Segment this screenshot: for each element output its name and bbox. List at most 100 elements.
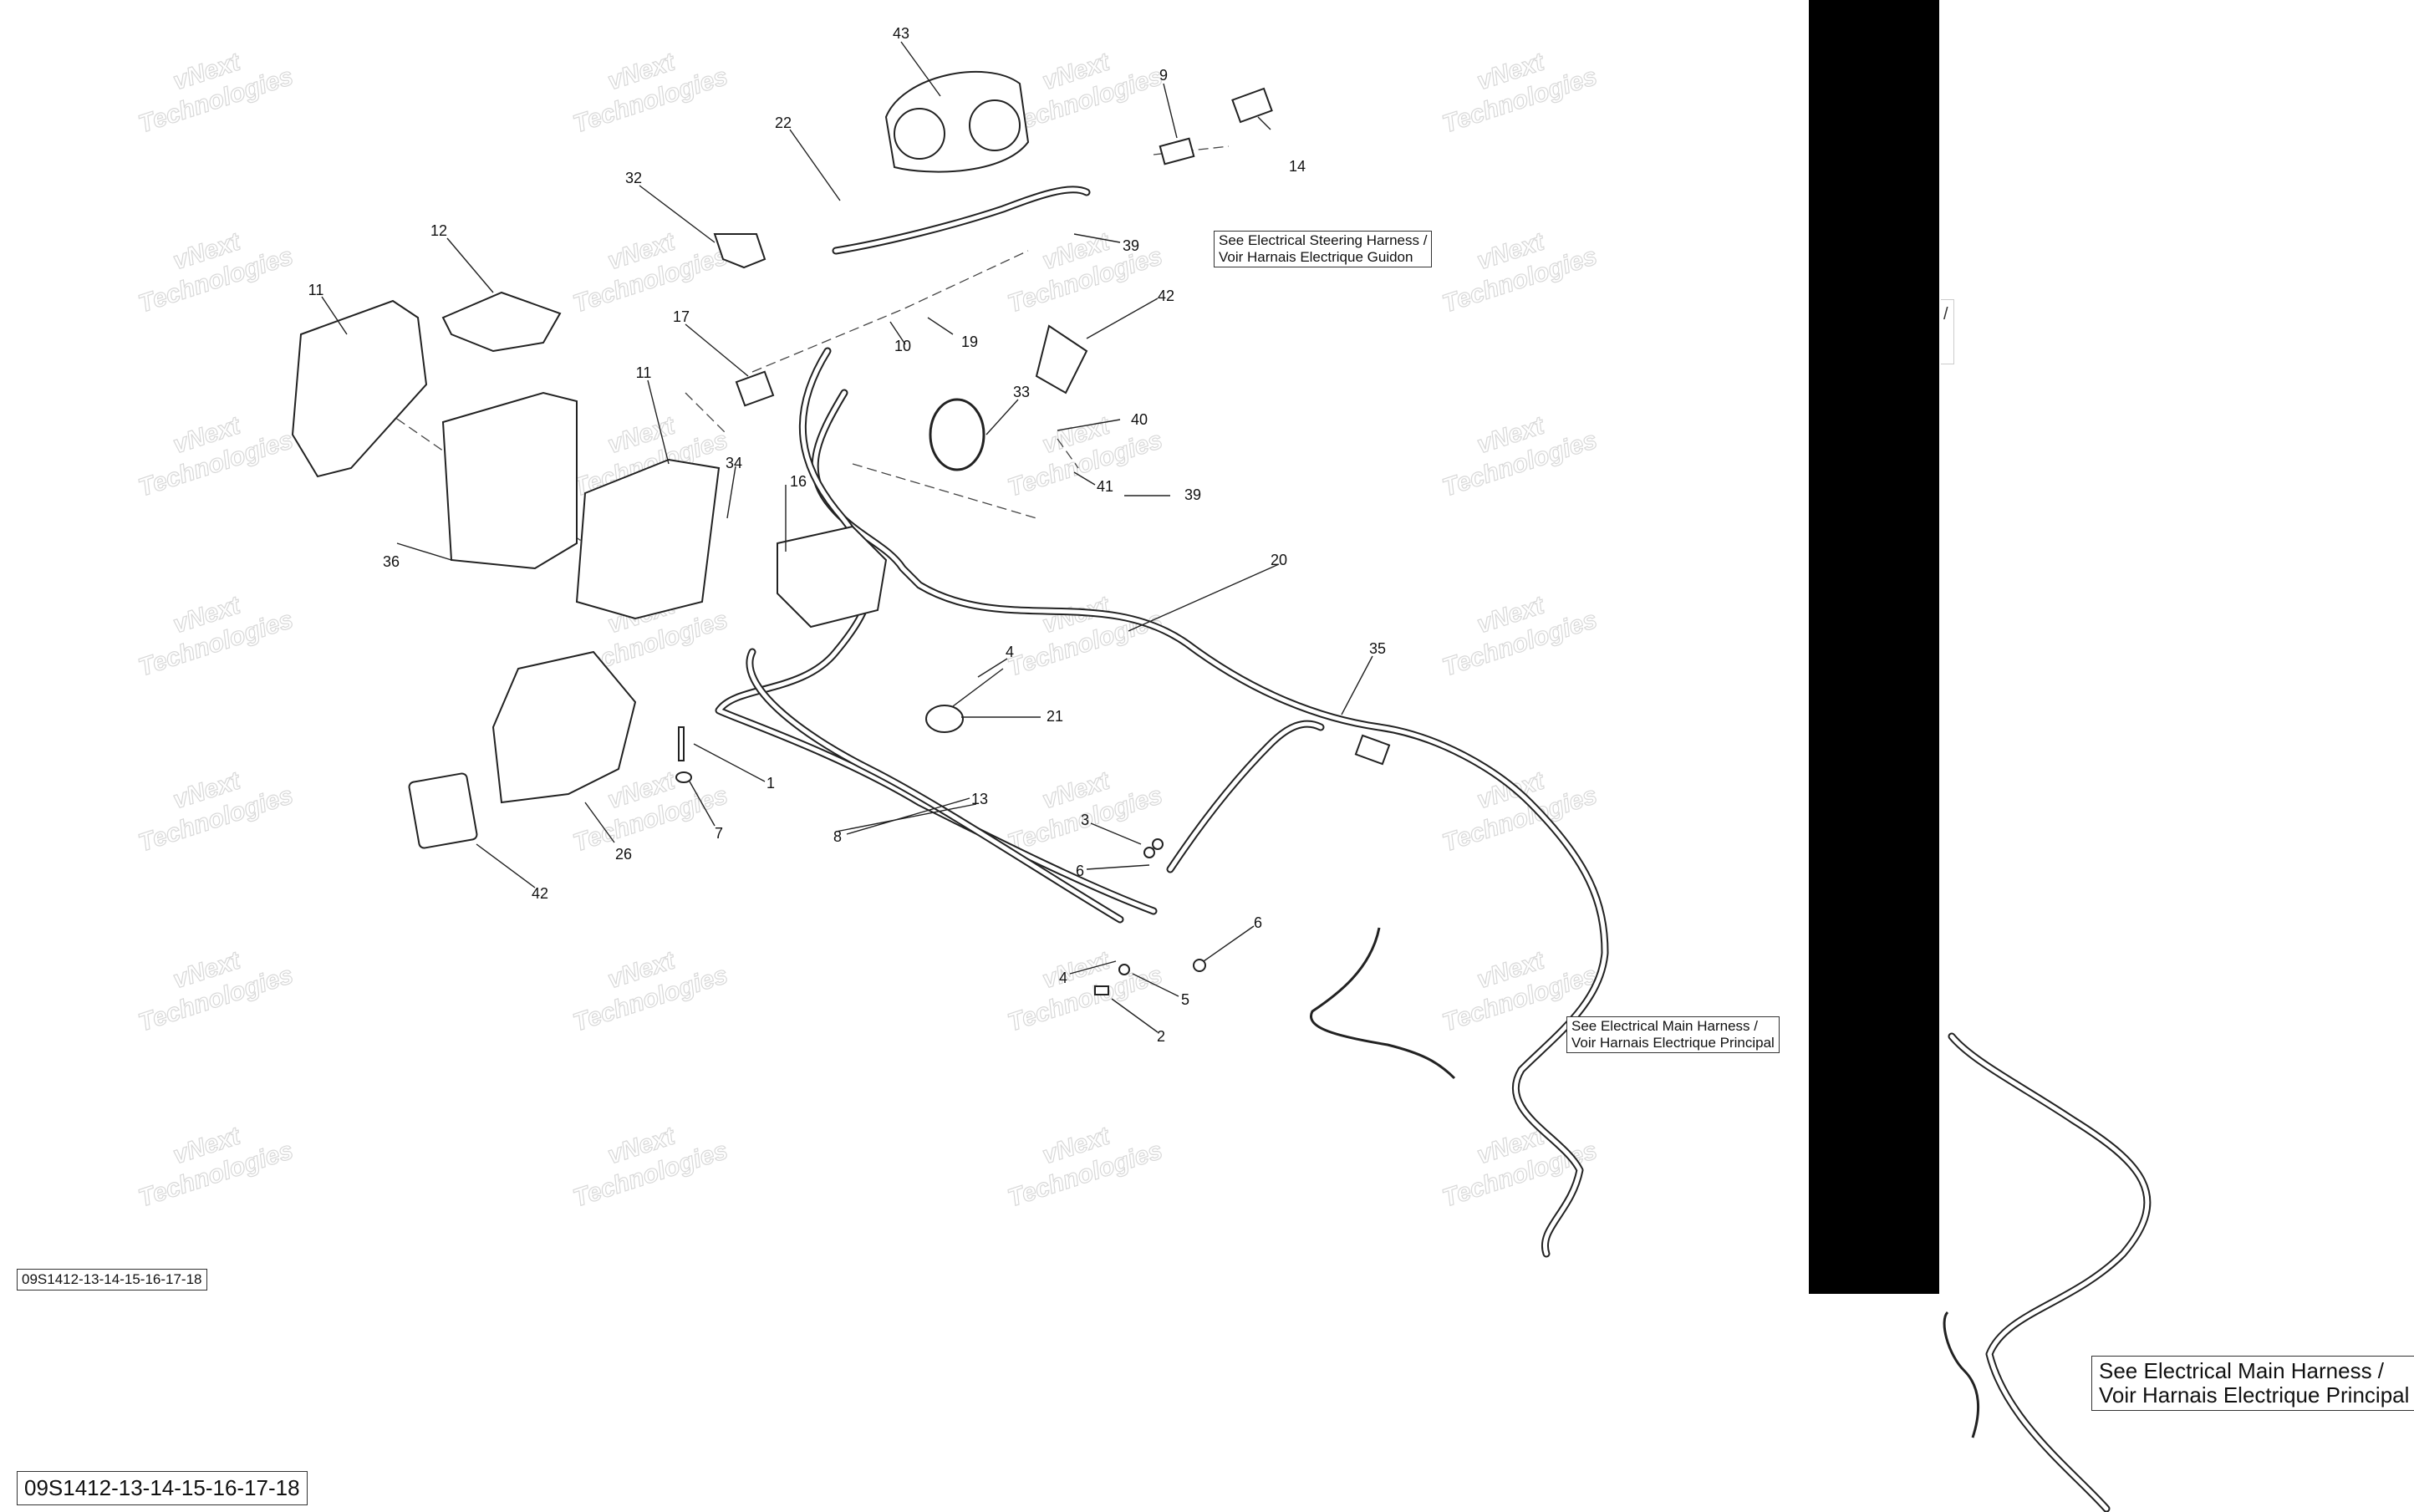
watermark: vNextTechnologies [126, 1108, 297, 1213]
fuse-box-16-part [777, 525, 888, 629]
switch-9-part [1159, 137, 1195, 165]
assembly-lines [359, 145, 1230, 544]
reference-code: 09S1412-13-14-15-16-17-18 [17, 1269, 207, 1291]
battery-tray-11-part [291, 299, 428, 478]
part-number: 35 [1369, 640, 1386, 657]
watermark: vNextTechnologies [126, 578, 297, 682]
slash-mark: / [1941, 299, 1954, 364]
connector-17-part [735, 370, 775, 407]
part-number: 9 [1159, 67, 1168, 84]
reference-code-large: 09S1412-13-14-15-16-17-18 [17, 1471, 308, 1505]
washer-7-part [675, 771, 692, 783]
part-number-labels: 43 9 14 22 32 12 11 11 17 10 19 39 42 33… [308, 25, 1386, 1045]
clip-35-part [1354, 734, 1391, 766]
steering-callout-line1: See Electrical Steering Harness / [1219, 232, 1428, 248]
part-number: 17 [673, 308, 690, 325]
watermark: vNextTechnologies [126, 753, 297, 858]
nut-6a-part [1152, 838, 1164, 850]
part-number: 16 [790, 473, 807, 490]
main-harness-callout: See Electrical Main Harness / Voir Harna… [1566, 1016, 1780, 1053]
black-panel [1809, 0, 1939, 1294]
part-number: 32 [625, 170, 642, 186]
part-number: 19 [961, 333, 978, 350]
main-large-callout-line1: See Electrical Main Harness / [2099, 1358, 2385, 1383]
part-number: 39 [1184, 486, 1201, 503]
watermark: vNextTechnologies [126, 398, 297, 502]
part-number: 7 [715, 825, 723, 842]
part-number: 33 [1013, 384, 1030, 400]
watermark: vNextTechnologies [996, 578, 1166, 682]
part-number: 42 [1158, 288, 1174, 304]
part-number: 2 [1157, 1028, 1165, 1045]
watermark: vNextTechnologies [1430, 398, 1601, 502]
battery-cover-12-part [441, 291, 562, 353]
part-number: 36 [383, 553, 400, 570]
steering-harness-callout: See Electrical Steering Harness / Voir H… [1214, 231, 1433, 267]
part-number: 42 [532, 885, 548, 902]
leader-lines [321, 41, 1373, 1033]
bolt-2-part [1094, 985, 1109, 995]
part-number: 13 [971, 791, 988, 807]
nut-3-part [1143, 847, 1155, 858]
wire-harness [715, 186, 2152, 1512]
part-number: 5 [1181, 991, 1189, 1008]
watermark: vNextTechnologies [1430, 578, 1601, 682]
part-number: 6 [1254, 914, 1262, 931]
clamp-33-part [929, 398, 985, 471]
coil-41-part [1035, 324, 1088, 395]
nut-5-part [1118, 964, 1130, 975]
parts [291, 70, 1391, 995]
main-harness-callout-large: See Electrical Main Harness / Voir Harna… [2091, 1356, 2414, 1411]
watermark: vNextTechnologies [126, 34, 297, 139]
part-number: 39 [1123, 237, 1139, 254]
part-number: 10 [894, 338, 911, 354]
watermark: vNextTechnologies [126, 933, 297, 1037]
watermark: vNextTechnologies [1430, 214, 1601, 318]
watermark: vNextTechnologies [1430, 34, 1601, 139]
watermark: vNextTechnologies [126, 214, 297, 318]
watermark: vNextTechnologies [1430, 753, 1601, 858]
part-number: 4 [1006, 644, 1014, 660]
nut-6b-part [1193, 959, 1206, 972]
steering-callout-line2: Voir Harnais Electrique Guidon [1219, 249, 1413, 265]
part-number: 34 [726, 455, 742, 471]
part-number: 22 [775, 115, 792, 131]
part-number: 1 [766, 775, 775, 792]
watermark: vNextTechnologies [996, 753, 1166, 858]
main-large-callout-line2: Voir Harnais Electrique Principal [2099, 1382, 2410, 1408]
part-number: 20 [1271, 552, 1287, 568]
bracket-26-part [491, 650, 637, 804]
part-number: 21 [1047, 708, 1063, 725]
part-number: 11 [308, 282, 324, 298]
part-number: 14 [1289, 158, 1306, 175]
battery-36-part [441, 391, 578, 570]
watermark: vNextTechnologies [561, 34, 731, 139]
boot-32-part [713, 233, 766, 269]
switch-14-part [1231, 87, 1273, 124]
part-number: 26 [615, 846, 632, 863]
part-number: 43 [893, 25, 909, 42]
part-number: 3 [1081, 812, 1089, 828]
main-callout-line2: Voir Harnais Electrique Principal [1571, 1035, 1775, 1051]
screw-1-part [678, 726, 685, 761]
watermark: vNextTechnologies [561, 1108, 731, 1213]
main-callout-line1: See Electrical Main Harness / [1571, 1018, 1758, 1034]
part-number: 41 [1097, 478, 1113, 495]
battery-holder-11-part [575, 458, 721, 620]
part-number: 8 [833, 828, 842, 845]
part-number: 40 [1131, 411, 1148, 428]
watermark-layer: vNextTechnologies vNextTechnologies vNextT… [126, 34, 1601, 1213]
part-number: 12 [430, 222, 447, 239]
watermark: vNextTechnologies [996, 214, 1166, 318]
part-number: 11 [636, 364, 652, 381]
watermark: vNextTechnologies [561, 214, 731, 318]
part-number: 4 [1059, 970, 1067, 986]
watermark: vNextTechnologies [561, 933, 731, 1037]
gauge-cluster-part [884, 70, 1030, 173]
watermark: vNextTechnologies [996, 1108, 1166, 1213]
part-number: 6 [1076, 863, 1084, 879]
rectifier-42-part [408, 772, 478, 849]
sensor-21-part [925, 705, 964, 733]
watermark: vNextTechnologies [996, 933, 1166, 1037]
